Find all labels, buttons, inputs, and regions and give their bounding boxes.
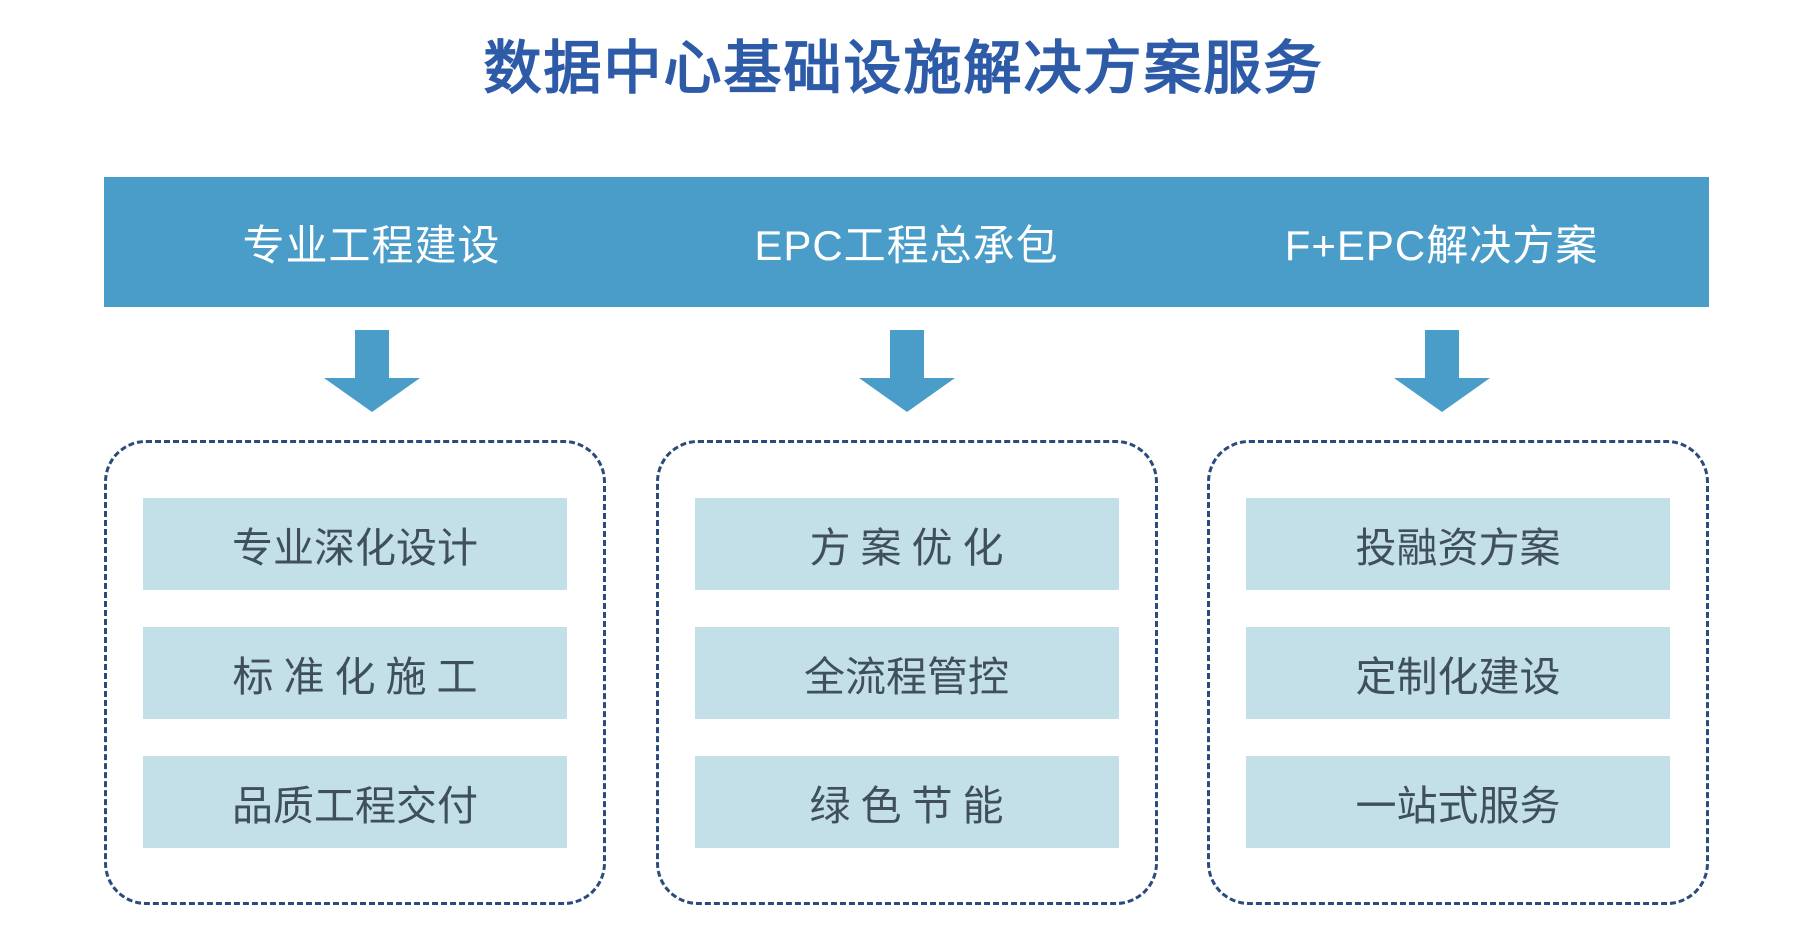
category-header-bar: 专业工程建设 EPC工程总承包 F+EPC解决方案 [104, 177, 1709, 307]
arrow-slot-3 [1174, 330, 1709, 430]
service-item[interactable]: 全流程管控 [694, 626, 1119, 719]
service-group-f-epc-solution: 投融资方案 定制化建设 一站式服务 [1207, 440, 1709, 905]
down-arrow-icon [1393, 330, 1490, 412]
service-groups: 专业深化设计 标准化施工 品质工程交付 方案优化 全流程管控 绿色节能 投融资方… [104, 440, 1709, 905]
arrow-row [104, 330, 1709, 430]
service-item[interactable]: 一站式服务 [1246, 755, 1670, 848]
service-group-epc-general-contracting: 方案优化 全流程管控 绿色节能 [655, 440, 1158, 905]
category-header-f-epc-solution[interactable]: F+EPC解决方案 [1284, 221, 1599, 269]
category-header-professional-engineering[interactable]: 专业工程建设 [242, 221, 501, 269]
page-title: 数据中心基础设施解决方案服务 [483, 36, 1324, 101]
service-item[interactable]: 投融资方案 [1246, 497, 1670, 590]
service-item[interactable]: 标准化施工 [143, 626, 567, 719]
down-arrow-icon [323, 330, 420, 412]
down-arrow-icon [858, 330, 955, 412]
service-group-professional-engineering: 专业深化设计 标准化施工 品质工程交付 [104, 440, 606, 905]
service-item[interactable]: 专业深化设计 [143, 497, 567, 590]
category-header-epc-general-contracting[interactable]: EPC工程总承包 [754, 221, 1059, 269]
service-item[interactable]: 方案优化 [694, 497, 1119, 590]
service-item[interactable]: 定制化建设 [1246, 626, 1670, 719]
arrow-slot-1 [104, 330, 639, 430]
service-item[interactable]: 品质工程交付 [143, 755, 567, 848]
service-item[interactable]: 绿色节能 [694, 755, 1119, 848]
arrow-slot-2 [639, 330, 1174, 430]
